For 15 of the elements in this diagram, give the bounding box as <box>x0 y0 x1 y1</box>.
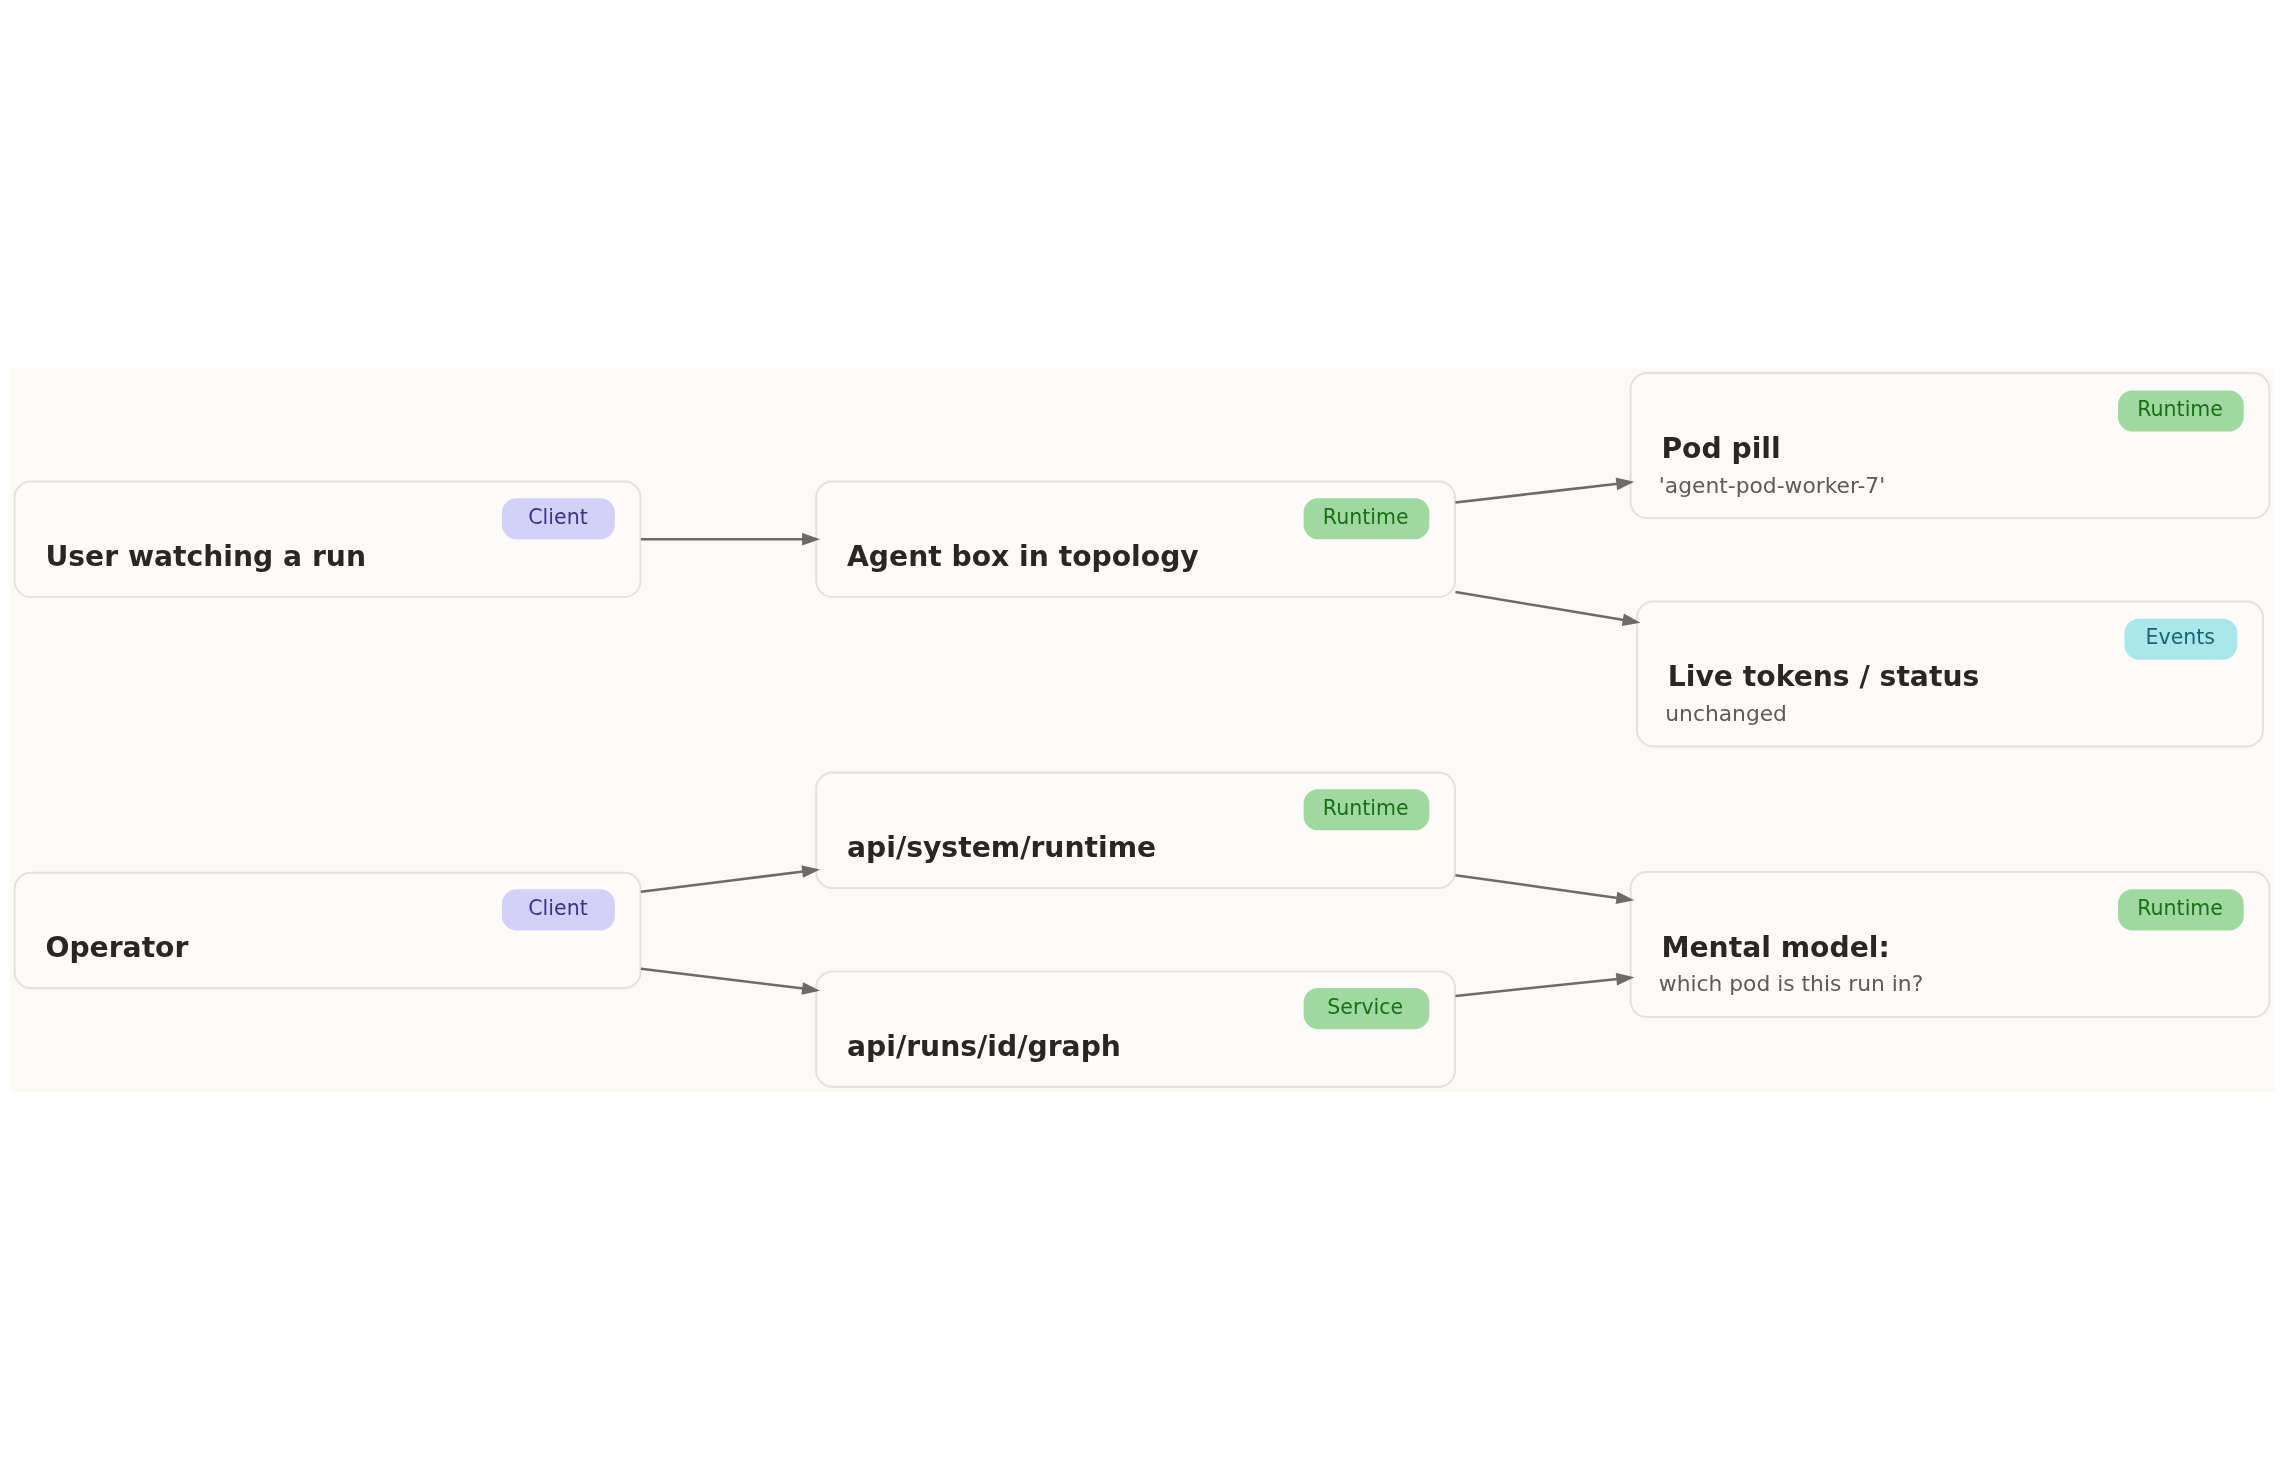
node-box: Runtime Pod pill 'agent-pod-worker-7' <box>1629 372 2271 520</box>
arrow <box>1455 477 1635 504</box>
node-box: Runtime Mental model: which pod is this run in? <box>1629 871 2271 1018</box>
arrow <box>1455 873 1635 905</box>
arrow <box>640 865 821 893</box>
node-box: Client Operator <box>13 871 642 990</box>
node-box: Client User watching a run <box>13 480 642 598</box>
arrow <box>640 532 821 546</box>
node-box: Runtime Agent box in topology <box>815 480 1456 598</box>
node-box: Service api/runs/id/graph <box>815 970 1456 1088</box>
node-box: Events Live tokens / status unchanged <box>1636 600 2264 748</box>
node-box: Runtime api/system/runtime <box>815 771 1456 890</box>
arrow <box>1455 590 1641 627</box>
arrow <box>1455 972 1635 998</box>
arrow <box>640 967 821 995</box>
